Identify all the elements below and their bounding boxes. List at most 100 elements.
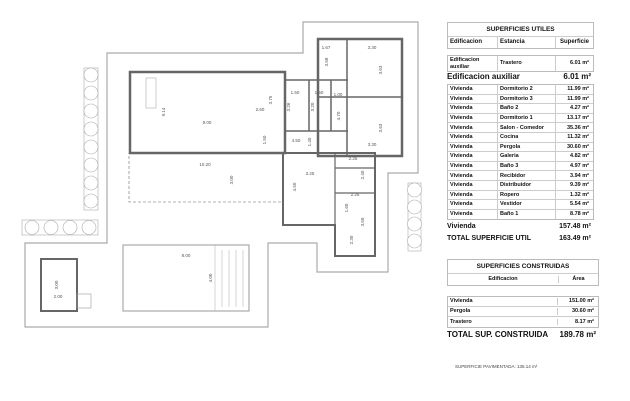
- edificacion-cell: Pergola: [448, 308, 558, 315]
- table-row: Pergola 30.60 m²: [448, 307, 598, 317]
- vivienda-subtotal: Vivienda 157.48 m²: [447, 223, 594, 230]
- superficie-cell: 11.32 m²: [567, 134, 589, 141]
- superficie-cell: 11.99 m²: [567, 86, 589, 93]
- total-construida-value: 189.78 m²: [559, 330, 596, 339]
- tree-icon: [407, 233, 422, 249]
- edificacion-cell: Vivienda: [448, 190, 498, 200]
- aux-superficie: 6.01 m²: [570, 60, 589, 67]
- dimension-label: 8.00: [182, 253, 191, 258]
- total-util-label: TOTAL SUPERFICIE UTIL: [447, 235, 532, 242]
- tree-icon: [24, 220, 40, 235]
- dimension-label: 3.30: [368, 142, 377, 147]
- header-estancia: Estancia: [498, 37, 556, 48]
- pool-steps: [214, 245, 244, 311]
- estancia-cell: Salon - Comedor: [498, 123, 556, 132]
- dimension-label: 1.50: [262, 135, 267, 144]
- superficie-cell: 11.99 m²: [567, 95, 589, 102]
- superficie-cell: 13.17 m²: [566, 115, 589, 122]
- aux-estancia: Trastero: [498, 56, 556, 71]
- dimension-label: 9.14: [161, 107, 166, 116]
- edificacion-cell: Vivienda: [448, 123, 498, 132]
- estancia-cell: Distribuidor: [498, 180, 556, 190]
- dimension-label: 3.75: [268, 95, 273, 104]
- dimension-label: 1.50: [315, 90, 324, 95]
- aux-table: Edificacion auxiliar Trastero 6.01 m²: [447, 55, 594, 72]
- vivienda-subtotal-value: 157.48 m²: [559, 223, 591, 230]
- edificacion-cell: Vivienda: [448, 171, 498, 180]
- dimension-label: 3.63: [378, 65, 383, 74]
- dimension-label: 1.60: [344, 203, 349, 212]
- dimension-label: 1.67: [322, 45, 331, 50]
- estancia-cell: Dormitorio 3: [498, 94, 556, 104]
- dimension-label: 1.40: [307, 137, 312, 146]
- dimension-label: 2.30: [349, 235, 354, 244]
- tree-icon: [83, 157, 99, 173]
- edificacion-cell: Vivienda: [448, 200, 498, 209]
- area-cell: 8.17 m²: [575, 318, 594, 325]
- dimension-label: 3.25: [306, 171, 315, 176]
- tree-icon: [83, 139, 99, 155]
- dimension-label: 3.58: [324, 57, 329, 66]
- construidas-header-table: SUPERFICIES CONSTRUIDAS Edificacion Área: [447, 259, 599, 286]
- total-construida-label: TOTAL SUP. CONSTRUIDA: [447, 330, 549, 339]
- tree-icon: [83, 103, 99, 119]
- estancia-cell: Pergola: [498, 142, 556, 152]
- dimension-label: 10.20: [199, 162, 211, 167]
- estancia-cell: Cocina: [498, 132, 556, 142]
- superficie-cell: 5.54 m²: [570, 201, 589, 208]
- edificacion-cell: Vivienda: [448, 152, 498, 161]
- utiles-header-table: SUPERFICIES UTILES Edificacion Estancia …: [447, 22, 594, 49]
- estancia-cell: Dormitorio 1: [498, 113, 556, 123]
- dimension-label: 2.25: [349, 156, 358, 161]
- edificacion-cell: Vivienda: [448, 85, 498, 94]
- superficie-cell: 1.32 m²: [570, 191, 589, 198]
- utiles-title: SUPERFICIES UTILES: [448, 23, 593, 37]
- tree-icon: [407, 199, 422, 215]
- estancia-cell: Ropero: [498, 190, 556, 200]
- area-cell: 30.60 m²: [571, 308, 594, 315]
- edificacion-cell: Vivienda: [448, 209, 498, 220]
- aux-subtotal-value: 6.01 m²: [563, 72, 591, 81]
- estancia-cell: Baño 3: [498, 161, 556, 171]
- dimension-label: 3.00: [54, 280, 59, 289]
- edificacion-cell: Vivienda: [448, 94, 498, 104]
- superficie-cell: 4.27 m²: [570, 105, 589, 112]
- edificacion-cell: Trastero: [448, 318, 558, 326]
- tree-icon: [43, 220, 59, 235]
- dimension-label: 2.40: [360, 170, 365, 179]
- tree-icon: [83, 85, 99, 101]
- edificacion-cell: Vivienda: [448, 104, 498, 113]
- tree-icon: [407, 182, 422, 198]
- edificacion-cell: Vivienda: [448, 161, 498, 171]
- dimension-label: 3.63: [378, 123, 383, 132]
- dimension-label: 2.60: [256, 107, 265, 112]
- tree-icon: [407, 216, 422, 232]
- dimension-label: 4.00: [208, 273, 213, 282]
- dimension-label: 4.50: [292, 138, 301, 143]
- dimension-label: 3.26: [286, 102, 291, 111]
- edificacion-cell: Vivienda: [448, 132, 498, 142]
- estancia-cell: Vestidor: [498, 200, 556, 209]
- pergola: [128, 152, 284, 203]
- construidas-title: SUPERFICIES CONSTRUIDAS: [448, 260, 598, 274]
- hedge-trees: [21, 67, 422, 252]
- dimension-label: 9.00: [203, 120, 212, 125]
- vivienda-subtotal-label: Vivienda: [447, 223, 476, 230]
- edificacion-cell: Vivienda: [448, 298, 558, 305]
- estancia-cell: Dormitorio 2: [498, 85, 556, 94]
- dimension-label: 3.00: [229, 175, 234, 184]
